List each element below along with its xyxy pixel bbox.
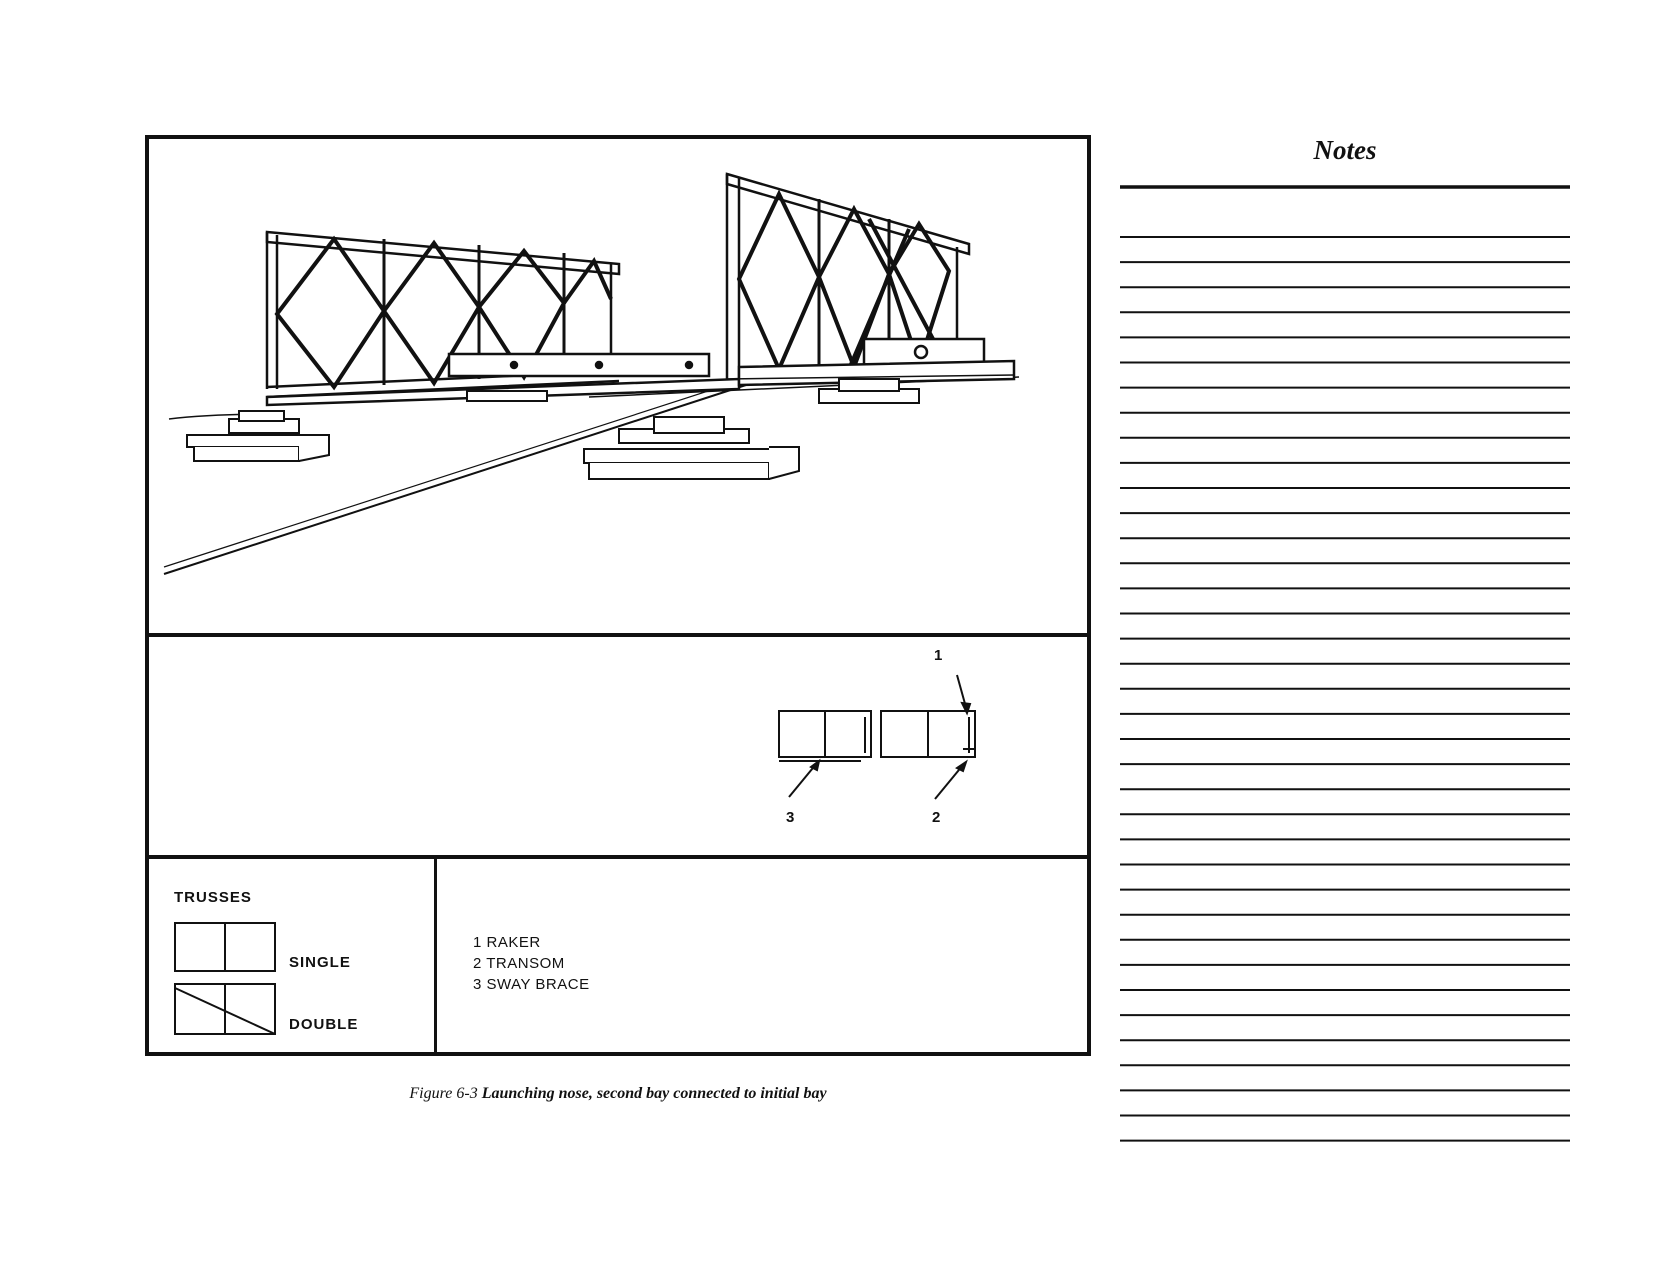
figure-caption-text: Launching nose, second bay connected to … [481,1085,827,1102]
transom-arrow [934,764,964,800]
callout-raker-number: 1 [934,647,943,664]
key-item-sway-brace: 3 SWAY BRACE [473,976,590,993]
legend-single-label: SINGLE [289,954,351,971]
plan-diagram [778,674,976,800]
legend-double-label: DOUBLE [289,1016,359,1033]
bridge-illustration-panel [149,139,1087,637]
callout-transom-number: 2 [932,809,941,826]
figure-caption: Figure 6-3 Launching nose, second bay co… [145,1085,1091,1103]
figure-caption-number: Figure 6-3 [409,1085,478,1102]
bridge-illustration [163,172,1020,575]
parts-key: 1 RAKER 2 TRANSOM 3 SWAY BRACE [437,859,1087,1052]
notes-ruled-lines [1120,185,1570,1142]
figure-frame: 1 3 2 TRUSSES SINGLE DOUBLE 1 RAKER 2 TR… [145,135,1091,1056]
legend-title: TRUSSES [174,889,252,906]
key-item-transom: 2 TRANSOM [473,955,565,972]
callout-sway-brace-number: 3 [786,809,795,826]
truss-legend-graphic [174,922,276,1035]
key-item-raker: 1 RAKER [473,934,541,951]
plan-diagram-panel: 1 3 2 [149,637,1087,859]
notes-title: Notes [1313,135,1377,165]
parts-key-list: 1 RAKER 2 TRANSOM 3 SWAY BRACE [473,932,590,995]
truss-legend: TRUSSES SINGLE DOUBLE [149,859,437,1052]
legend-panel: TRUSSES SINGLE DOUBLE 1 RAKER 2 TRANSOM … [149,859,1087,1052]
